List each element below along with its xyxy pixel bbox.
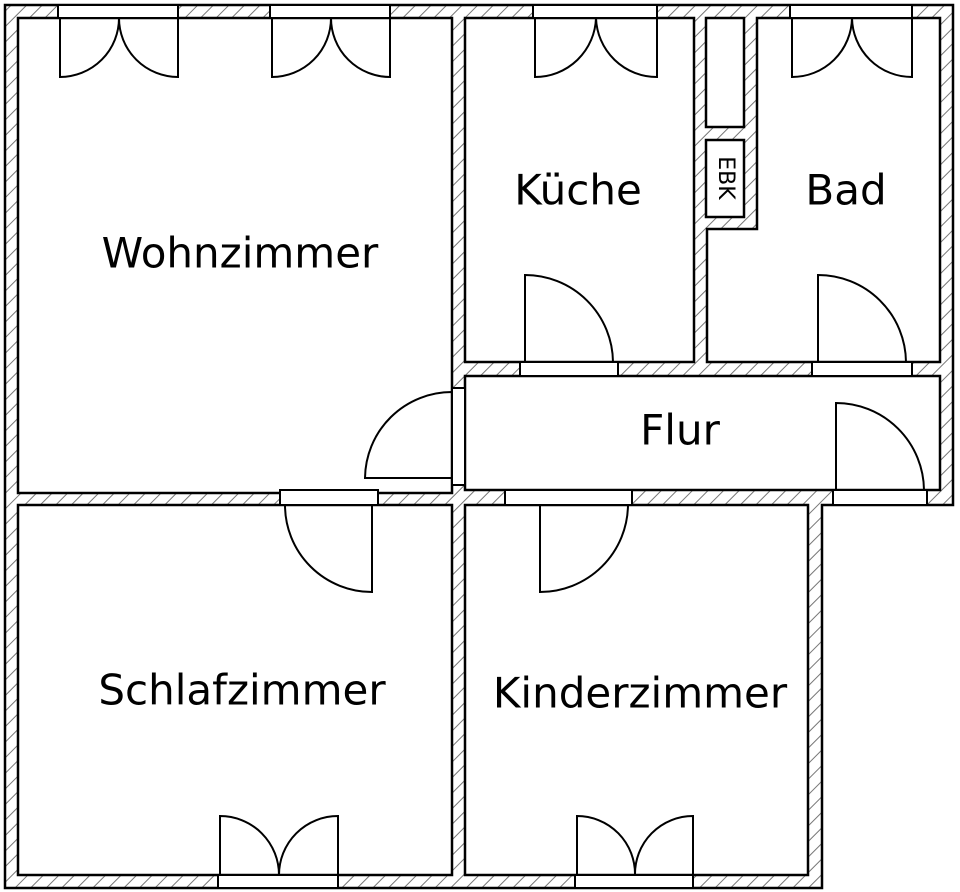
door-opening: [811, 361, 913, 377]
window-casements: [59, 17, 913, 876]
door-opening: [451, 387, 466, 486]
label-bad: Bad: [805, 166, 886, 215]
door-opening: [504, 489, 633, 506]
window: [532, 4, 658, 19]
window: [217, 874, 339, 889]
room-wohnzimmer: [16, 16, 454, 495]
label-ebk: EBK: [713, 156, 738, 200]
window: [57, 4, 179, 19]
door-opening: [279, 489, 379, 506]
room-kinderzimmer: [463, 503, 810, 877]
room-flur: [463, 374, 942, 492]
door-opening: [832, 489, 928, 506]
window: [269, 4, 391, 19]
door-opening: [519, 361, 619, 377]
window: [574, 874, 694, 889]
label-flur: Flur: [640, 406, 720, 455]
door-swings: [283, 273, 926, 594]
label-wohnzimmer: Wohnzimmer: [102, 229, 379, 278]
room-bad: [705, 16, 942, 364]
label-schlafzimmer: Schlafzimmer: [98, 666, 386, 715]
window: [789, 4, 913, 19]
room-schlafzimmer: [16, 503, 454, 877]
label-kueche: Küche: [514, 166, 642, 215]
ebk-shaft: [704, 16, 746, 129]
label-kinderzimmer: Kinderzimmer: [493, 669, 788, 718]
ebk-box: [704, 138, 746, 219]
